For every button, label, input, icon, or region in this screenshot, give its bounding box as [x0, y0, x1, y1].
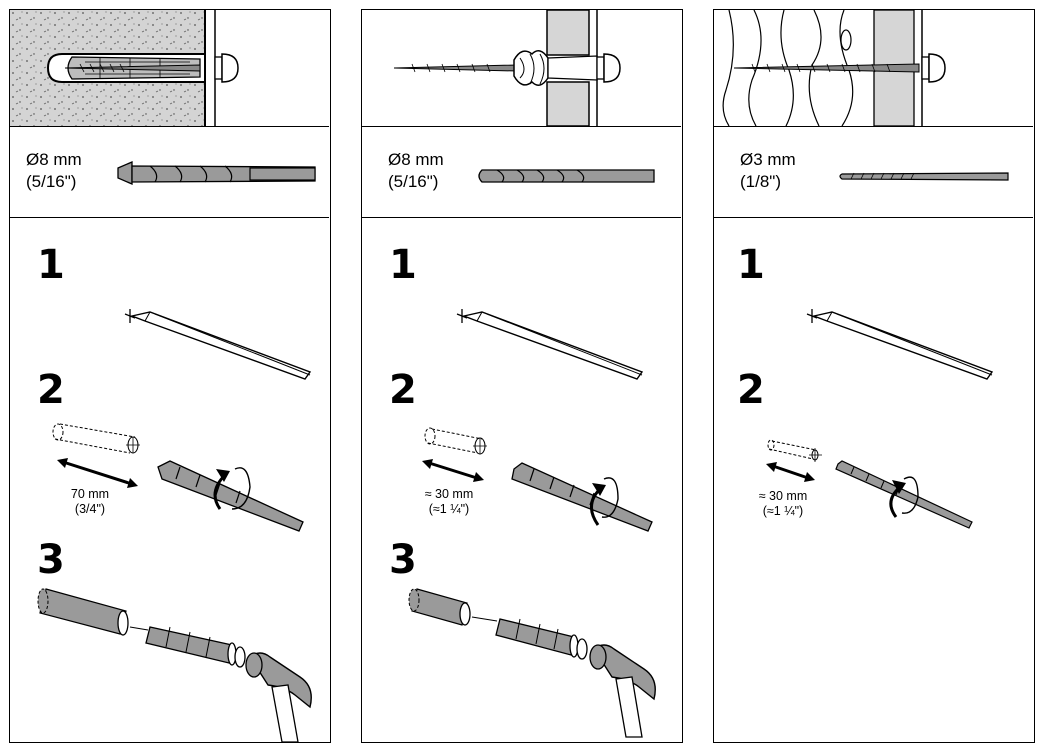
- drill-size-mm: Ø8 mm: [388, 150, 444, 169]
- steps-area: 1 2 3: [10, 217, 329, 743]
- drill-size-inch: (5/16"): [388, 172, 439, 191]
- hole-outline-icon: [52, 423, 140, 454]
- drill-bit-icon: [117, 161, 316, 185]
- plug-knot-icon: [513, 50, 598, 86]
- screw-icon: [64, 53, 239, 83]
- step-number-2: 2: [389, 367, 417, 413]
- hole-outline-icon: [424, 427, 487, 455]
- drill-bit-icon: [835, 460, 973, 529]
- steps-illustration: [37, 309, 312, 743]
- panel-concrete: Ø8 mm (5/16") 1 2 3: [9, 9, 331, 743]
- wall-board-bottom: [546, 81, 590, 126]
- depth-mm: ≈ 30 mm: [758, 489, 808, 503]
- depth-label: 70 mm (3/4"): [45, 487, 135, 517]
- pencil-icon: [806, 309, 994, 380]
- drill-bit-icon: [839, 172, 1009, 181]
- step-number-1: 1: [37, 242, 65, 288]
- depth-arrow-icon: [57, 458, 138, 488]
- depth-arrow-icon: [422, 459, 484, 482]
- step-number-2: 2: [37, 367, 65, 413]
- depth-inch: (≈1 ¼"): [762, 504, 804, 518]
- drill-bit-row: Ø8 mm (5/16"): [10, 126, 329, 218]
- step-number-1: 1: [389, 242, 417, 288]
- step-number-2: 2: [737, 367, 765, 413]
- depth-label: ≈ 30 mm (≈1 ¼"): [738, 489, 828, 519]
- step-number-3: 3: [37, 537, 65, 583]
- drill-bit-icon: [511, 462, 653, 532]
- rotation-arrow-icon: [213, 469, 230, 510]
- pencil-icon: [456, 309, 644, 380]
- drill-bit-row: Ø3 mm (1/8"): [714, 126, 1033, 218]
- drill-size-mm: Ø3 mm: [740, 150, 796, 169]
- depth-arrow-icon: [766, 462, 815, 482]
- screw-icon: [733, 63, 920, 73]
- wall-board-top: [546, 10, 590, 56]
- hole-outline-icon: [767, 439, 822, 462]
- plug-with-screw-icon: [145, 626, 246, 668]
- drill-bit-row: Ø8 mm (5/16"): [362, 126, 681, 218]
- steps-illustration: [766, 309, 994, 529]
- drill-bit-icon: [157, 460, 304, 532]
- step-number-1: 1: [737, 242, 765, 288]
- rotation-arrow-icon: [889, 480, 906, 518]
- hollow-anchor-illustration: [393, 10, 621, 126]
- panel-wood: Ø3 mm (1/8") 1 2: [713, 9, 1035, 743]
- drill-size-label: Ø8 mm (5/16"): [26, 149, 82, 193]
- drill-size-inch: (5/16"): [26, 172, 77, 191]
- drill-size-label: Ø3 mm (1/8"): [740, 149, 796, 193]
- drill-bit-icon: [478, 169, 655, 183]
- steps-area: 1 2 3: [362, 217, 681, 742]
- step-number-3: 3: [389, 537, 417, 583]
- hammer-icon: [589, 644, 656, 738]
- panel-hollow-wall: Ø8 mm (5/16") 1 2 3: [361, 9, 683, 743]
- drill-size-inch: (1/8"): [740, 172, 781, 191]
- depth-label: ≈ 30 mm (≈1 ¼"): [404, 487, 494, 517]
- depth-inch: (≈1 ¼"): [428, 502, 470, 516]
- rotation-arrow-icon: [590, 483, 606, 526]
- concrete-wall-scene: [10, 10, 329, 127]
- plug-with-screw-icon: [495, 618, 588, 660]
- depth-mm: ≈ 30 mm: [424, 487, 474, 501]
- hollow-wall-scene: [362, 10, 681, 127]
- wood-screw-illustration: [714, 10, 946, 126]
- steps-illustration: [408, 309, 656, 738]
- drill-size-mm: Ø8 mm: [26, 150, 82, 169]
- drill-size-label: Ø8 mm (5/16"): [388, 149, 444, 193]
- pencil-icon: [124, 309, 312, 380]
- hammer-icon: [245, 652, 312, 743]
- hole-grey-icon: [37, 588, 149, 636]
- hole-grey-icon: [408, 588, 498, 626]
- steps-area: 1 2: [714, 217, 1033, 742]
- concrete-anchor-illustration: [10, 10, 239, 126]
- depth-mm: 70 mm: [70, 487, 110, 501]
- depth-inch: (3/4"): [74, 502, 106, 516]
- wood-wall-scene: [714, 10, 1033, 127]
